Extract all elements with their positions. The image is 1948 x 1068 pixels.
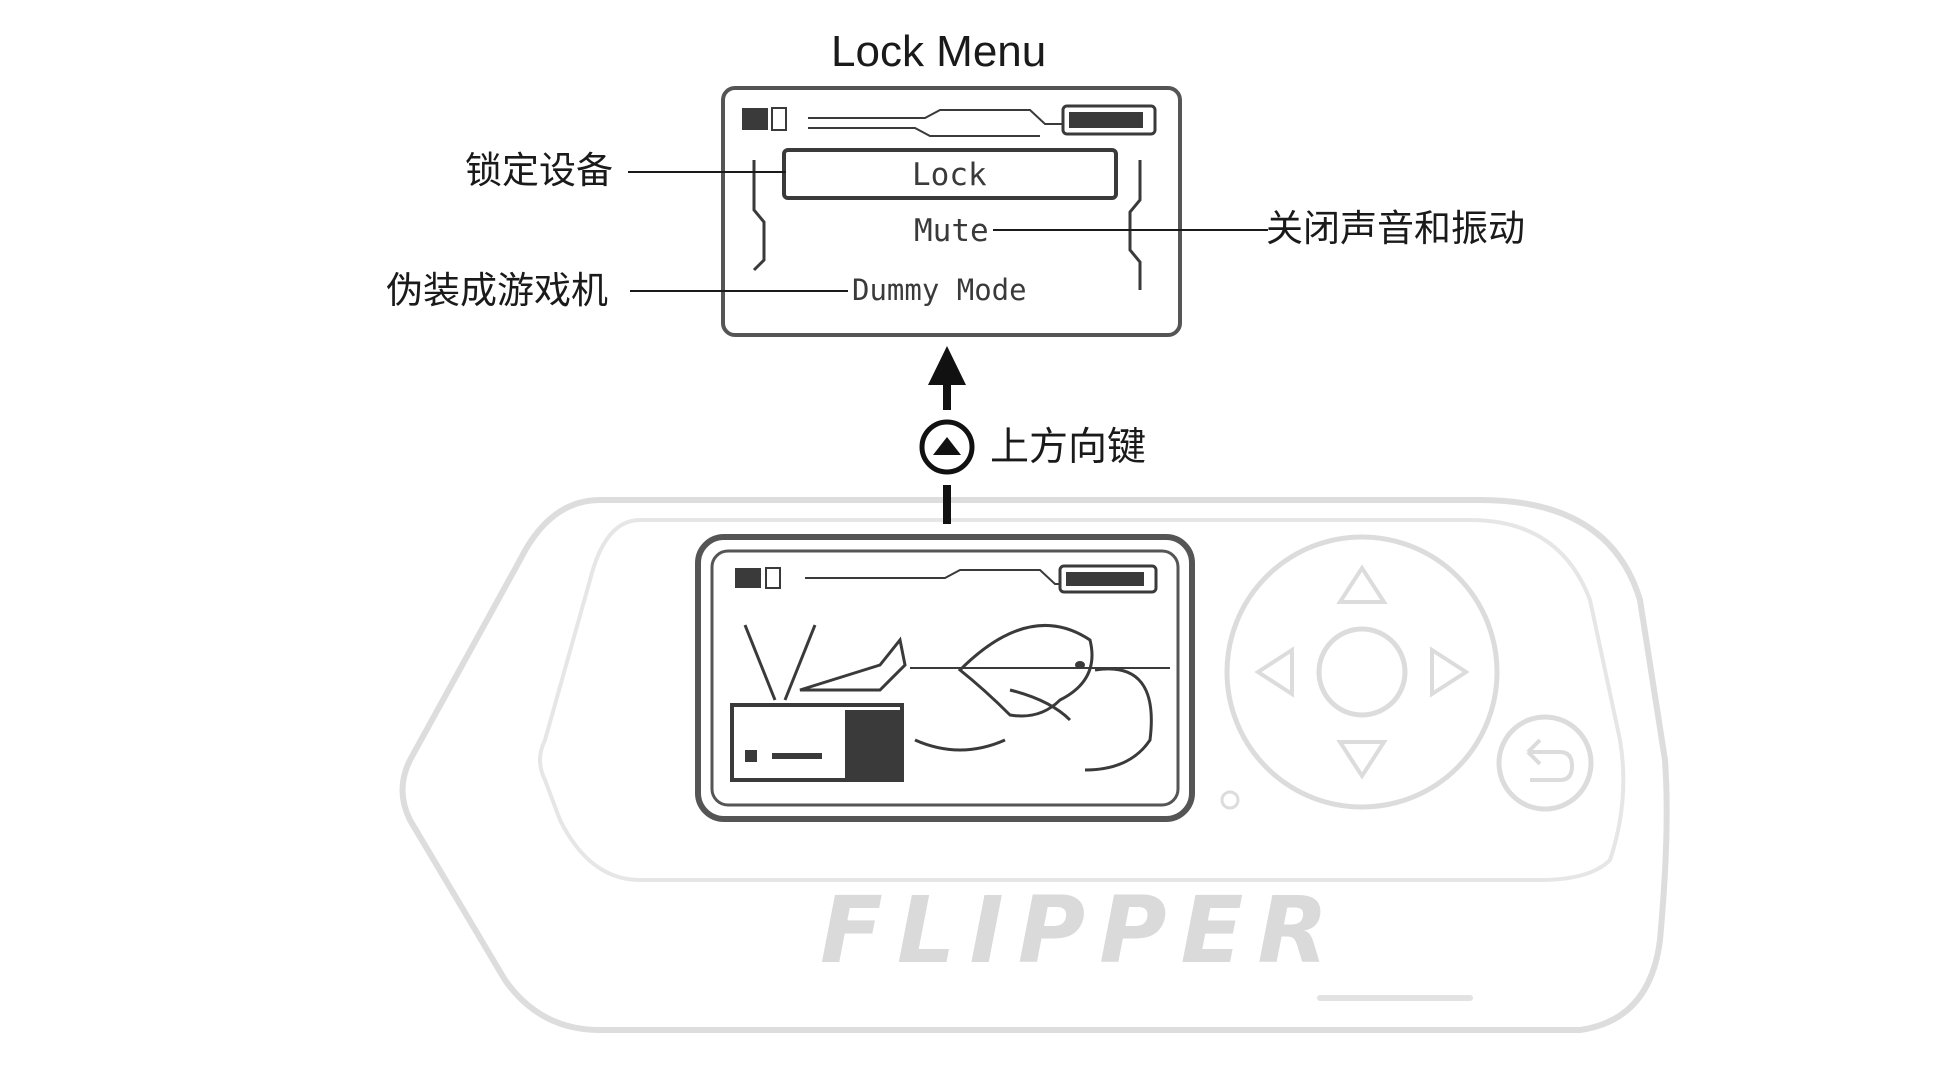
callout-up-key: 上方向键 <box>990 425 1147 470</box>
dpad-center-button <box>1316 626 1408 718</box>
menu-battery-fill <box>1069 112 1143 128</box>
callout-lock-device: 锁定设备 <box>465 149 613 192</box>
device-inner-outline <box>538 518 1626 882</box>
device-screen-frame <box>695 534 1195 822</box>
diagram-title: Lock Menu <box>831 27 1047 76</box>
dpad-left-icon <box>1254 646 1294 698</box>
device-screen-inner <box>710 549 1180 807</box>
device-battery-fill <box>1066 572 1144 586</box>
dpad-ring <box>1224 534 1500 810</box>
up-arrow-head-icon <box>928 346 966 385</box>
back-arrow-icon <box>1526 738 1575 782</box>
back-button-ring <box>1496 714 1594 812</box>
menu-lock-selection-box[interactable] <box>782 148 1118 200</box>
menu-sd-card-icon <box>742 108 768 130</box>
callout-mute: 关闭声音和振动 <box>1266 207 1525 250</box>
menu-bluetooth-icon <box>771 107 787 131</box>
menu-item-lock[interactable]: Lock <box>912 157 987 193</box>
device-bluetooth-icon <box>765 567 781 589</box>
device-brand-logo: FLIPPER <box>820 877 1343 984</box>
menu-statusbar-line-lower <box>808 127 1040 137</box>
dolphin-watching-tv-icon <box>730 624 1170 782</box>
dpad-up-icon <box>1336 564 1388 604</box>
menu-left-scroll-decoration <box>752 160 766 272</box>
menu-item-dummy-mode[interactable]: Dummy Mode <box>852 273 1027 307</box>
dpad-down-icon <box>1336 740 1388 780</box>
dpad-right-icon <box>1430 646 1470 698</box>
status-led <box>1220 790 1240 810</box>
menu-item-mute[interactable]: Mute <box>914 213 989 249</box>
up-key-triangle-icon <box>933 437 961 455</box>
menu-statusbar-line <box>808 109 1062 125</box>
device-sd-card-icon <box>735 568 761 588</box>
device-body-outline <box>399 497 1670 1033</box>
device-statusbar-line <box>805 569 1060 585</box>
callout-dummy-mode: 伪装成游戏机 <box>386 269 608 312</box>
menu-battery-icon <box>1061 104 1157 136</box>
device-battery-icon <box>1058 564 1158 594</box>
